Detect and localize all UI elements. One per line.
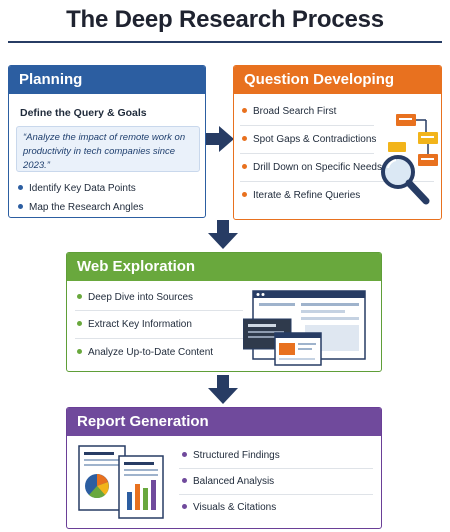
question-bullet: Spot Gaps & Contradictions [242,134,376,145]
web-bullet: Deep Dive into Sources [77,292,193,303]
planning-bullet: Identify Key Data Points [18,183,136,194]
page-title: The Deep Research Process [66,6,384,33]
question-bullet: Drill Down on Specific Needs [242,162,382,173]
planning-header: Planning [9,66,205,94]
planning-subtitle: Define the Query & Goals [20,107,147,119]
title-divider [8,41,442,43]
report-generation-panel: Report Generation Structured Findings Ba… [66,407,382,529]
bullet-dot-icon [182,477,187,483]
report-header: Report Generation [67,408,381,436]
web-header: Web Exploration [67,253,381,281]
question-developing-panel: Question Developing Broad Search First S… [233,65,442,220]
bullet-dot-icon [242,191,247,197]
question-bullet: Iterate & Refine Queries [242,190,360,201]
web-bullet: Analyze Up-to-Date Content [77,347,213,358]
bullet-dot-icon [242,163,247,169]
bullet-dot-icon [77,320,82,326]
question-bullet: Broad Search First [242,106,336,117]
bullet-dot-icon [182,451,187,457]
report-bullet: Balanced Analysis [182,476,274,487]
planning-bullet: Map the Research Angles [18,202,144,213]
flowchart-magnifier-icon [381,114,438,205]
arrow-down-icon [208,375,238,404]
bullet-dot-icon [77,293,82,299]
question-header: Question Developing [234,66,441,94]
bullet-dot-icon [18,203,23,209]
bullet-dot-icon [18,184,23,190]
arrow-down-icon [208,220,238,249]
planning-panel: Planning Define the Query & Goals “Analy… [8,65,206,218]
bullet-dot-icon [182,503,187,509]
bullet-dot-icon [77,348,82,354]
arrow-right-icon [206,126,234,152]
example-query-quote: “Analyze the impact of remote work on pr… [16,126,200,172]
web-exploration-panel: Web Exploration Deep Dive into Sources E… [66,252,382,372]
bullet-dot-icon [242,135,247,141]
report-documents-icon [78,445,164,519]
web-bullet: Extract Key Information [77,319,192,330]
report-bullet: Visuals & Citations [182,502,276,513]
report-bullet: Structured Findings [182,450,280,461]
bullet-dot-icon [242,107,247,113]
browser-windows-icon [243,290,366,366]
